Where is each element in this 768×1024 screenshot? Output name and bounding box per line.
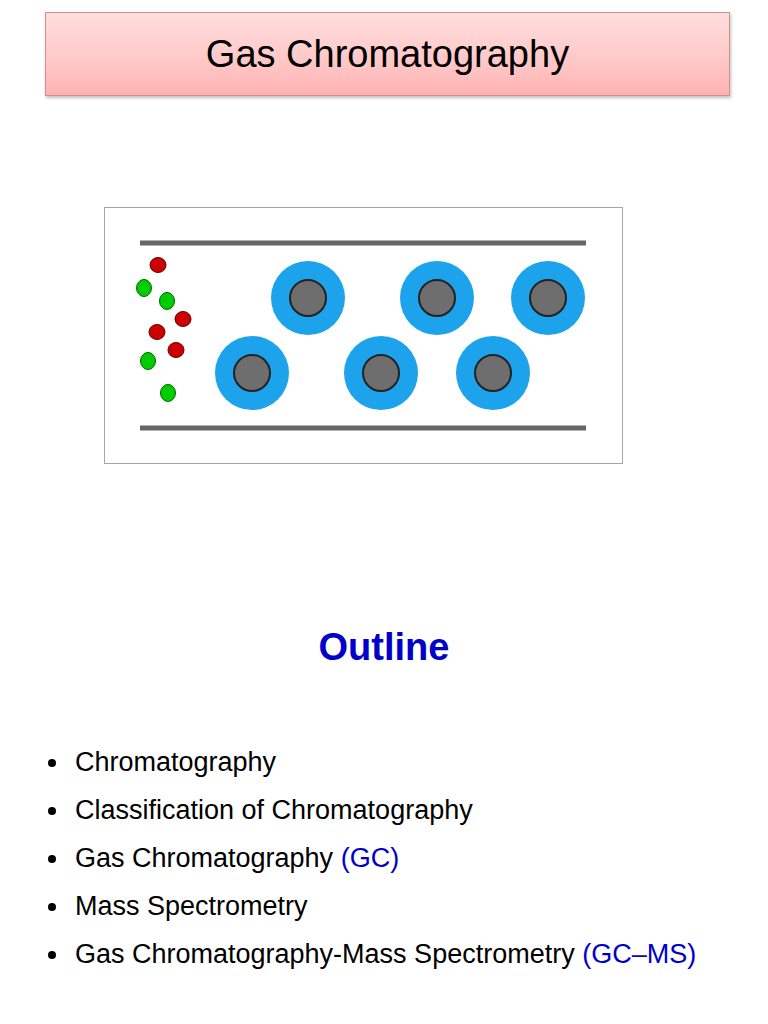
bullet-marker bbox=[48, 903, 56, 911]
bullet-item: Gas Chromatography-Mass Spectrometry (GC… bbox=[75, 934, 755, 974]
slide-title: Gas Chromatography bbox=[206, 33, 569, 76]
bullet-item: Chromatography bbox=[75, 742, 755, 782]
analyte-molecules bbox=[137, 258, 192, 402]
stationary-phase-particles bbox=[215, 261, 585, 410]
bullet-marker bbox=[48, 951, 56, 959]
bullet-text: Gas Chromatography bbox=[75, 843, 333, 873]
column-wall bbox=[140, 241, 586, 246]
bullet-text: Classification of Chromatography bbox=[75, 795, 473, 825]
title-banner: Gas Chromatography bbox=[45, 12, 730, 96]
section-heading: Outline bbox=[0, 626, 768, 669]
bullet-item: Classification of Chromatography bbox=[75, 790, 755, 830]
bullet-text: Mass Spectrometry bbox=[75, 891, 308, 921]
bullet-item: Mass Spectrometry bbox=[75, 886, 755, 926]
bullet-marker bbox=[48, 759, 56, 767]
abbreviation: (GC) bbox=[341, 843, 399, 873]
heading-text: Outline bbox=[319, 626, 450, 668]
bullet-text: Chromatography bbox=[75, 747, 276, 777]
bullet-marker bbox=[48, 855, 56, 863]
abbreviation: (GC–MS) bbox=[582, 939, 696, 969]
bullet-text: Gas Chromatography-Mass Spectrometry bbox=[75, 939, 575, 969]
bullet-item: Gas Chromatography (GC) bbox=[75, 838, 755, 878]
illustration-frame bbox=[105, 208, 623, 464]
column-wall bbox=[140, 426, 586, 431]
bullet-marker bbox=[48, 807, 56, 815]
